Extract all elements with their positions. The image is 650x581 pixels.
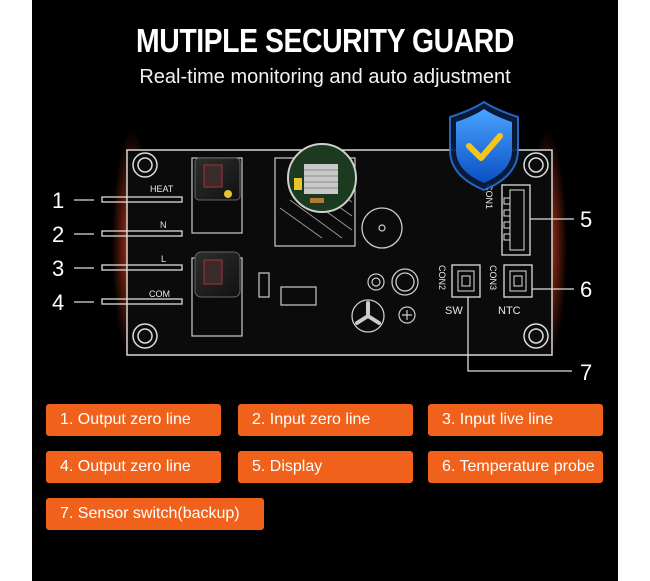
legend-item-7: 7. Sensor switch(backup) [46, 498, 264, 530]
pin-label-com: COM [149, 289, 170, 299]
legend-item-2: 2. Input zero line [238, 404, 413, 436]
legend-item-6: 6. Temperature probe [428, 451, 603, 483]
callout-5: 5 [580, 207, 592, 232]
legend-item-4: 4. Output zero line [46, 451, 221, 483]
heatsink-component [274, 143, 357, 247]
buzzer [361, 207, 403, 249]
con2-label: CON2 [437, 265, 447, 290]
mounting-hole [132, 152, 158, 178]
callout-1: 1 [52, 188, 64, 213]
pin-label-n: N [160, 220, 167, 230]
small-component [258, 272, 270, 298]
small-component [280, 286, 317, 306]
callout-6: 6 [580, 277, 592, 302]
callout-2: 2 [52, 222, 64, 247]
page-title: MUTIPLE SECURITY GUARD [136, 22, 514, 59]
relay-bottom [191, 251, 243, 337]
shield-check-icon [449, 100, 519, 192]
con2-connector [451, 264, 481, 298]
mounting-hole [132, 323, 158, 349]
pin-label-heat: HEAT [150, 184, 174, 194]
con1-label: CON1 [484, 184, 494, 209]
con3-label: CON3 [488, 265, 498, 290]
legend-item-3: 3. Input live line [428, 404, 603, 436]
callout-3: 3 [52, 256, 64, 281]
ntc-label: NTC [498, 305, 521, 317]
knob-components [351, 268, 419, 333]
page-subtitle: Real-time monitoring and auto adjustment [139, 66, 511, 88]
board-illustration: CON1 CON2 SW CON3 NTC H [52, 100, 592, 385]
mounting-hole [523, 152, 549, 178]
callout-7: 7 [580, 360, 592, 385]
terminal-bars [101, 196, 183, 305]
left-callout-lines [74, 199, 94, 303]
mounting-hole [523, 323, 549, 349]
infographic-panel: CON1 CON2 SW CON3 NTC H [32, 0, 618, 581]
legend-item-1: 1. Output zero line [46, 404, 221, 436]
pin-label-l: L [161, 254, 166, 264]
con3-connector [503, 264, 533, 298]
callout-4: 4 [52, 290, 64, 315]
relay-top [191, 157, 243, 234]
con1-connector [501, 184, 531, 256]
sw-label: SW [445, 305, 463, 317]
legend-item-5: 5. Display [238, 451, 413, 483]
right-callout-lines [467, 218, 574, 372]
